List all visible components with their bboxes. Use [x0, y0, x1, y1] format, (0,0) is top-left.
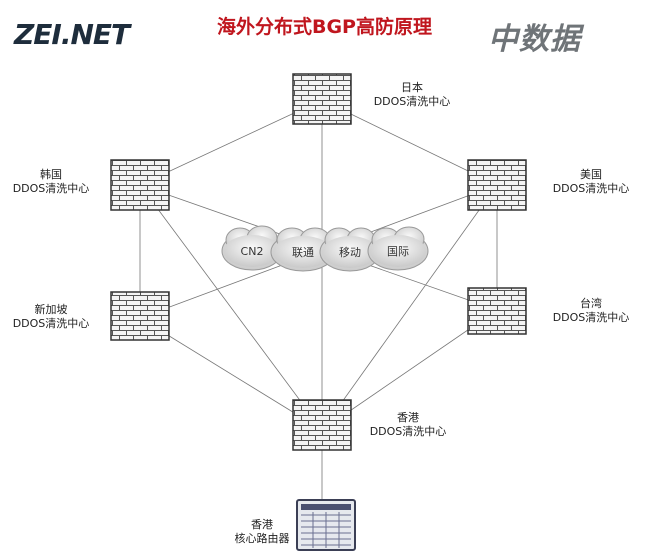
node-desc: DDOS清洗中心	[369, 425, 447, 438]
node-desc: DDOS清洗中心	[12, 317, 90, 330]
diagram-title: 海外分布式BGP高防原理	[216, 16, 432, 38]
node-name: 香港	[251, 518, 273, 531]
node-label-singapore: 新加坡 DDOS清洗中心	[8, 303, 94, 331]
firewall-hongkong-icon	[292, 399, 352, 451]
firewall-usa-icon	[467, 159, 527, 211]
node-name: 韩国	[40, 168, 62, 181]
zei-net-logo: ZEI.NET	[14, 18, 130, 51]
cloud-guoji: 国际	[367, 226, 429, 271]
node-label-hongkong: 香港 DDOS清洗中心	[366, 411, 450, 439]
node-name: 新加坡	[34, 303, 68, 316]
node-label-core-router: 香港 核心路由器	[226, 518, 298, 546]
cloud-label-cn2: CN2	[241, 245, 264, 258]
firewall-taiwan-icon	[467, 287, 527, 335]
node-name: 台湾	[580, 297, 602, 310]
firewall-korea-icon	[110, 159, 170, 211]
node-label-japan: 日本 DDOS清洗中心	[370, 81, 454, 109]
node-desc: DDOS清洗中心	[12, 182, 90, 195]
core-router-icon	[296, 499, 356, 551]
node-desc: DDOS清洗中心	[373, 95, 451, 108]
node-name: 日本	[401, 81, 423, 94]
cloud-label-yidong: 移动	[339, 246, 361, 259]
node-label-taiwan: 台湾 DDOS清洗中心	[546, 297, 636, 325]
node-name: 美国	[580, 168, 602, 181]
zhongshuju-logo: 中数据	[488, 22, 581, 57]
node-label-korea: 韩国 DDOS清洗中心	[8, 168, 94, 196]
cloud-cn2: CN2	[221, 225, 283, 271]
cloud-label-guoji: 国际	[387, 245, 409, 258]
cloud-liantong: 联通	[270, 227, 336, 272]
firewall-japan-icon	[292, 73, 352, 125]
cloud-yidong: 移动	[319, 227, 381, 272]
firewall-singapore-icon	[110, 291, 170, 341]
node-desc: 核心路由器	[234, 532, 290, 545]
node-name: 香港	[397, 411, 419, 424]
node-desc: DDOS清洗中心	[552, 182, 630, 195]
node-label-usa: 美国 DDOS清洗中心	[546, 168, 636, 196]
node-desc: DDOS清洗中心	[552, 311, 630, 324]
cloud-label-liantong: 联通	[292, 246, 314, 259]
